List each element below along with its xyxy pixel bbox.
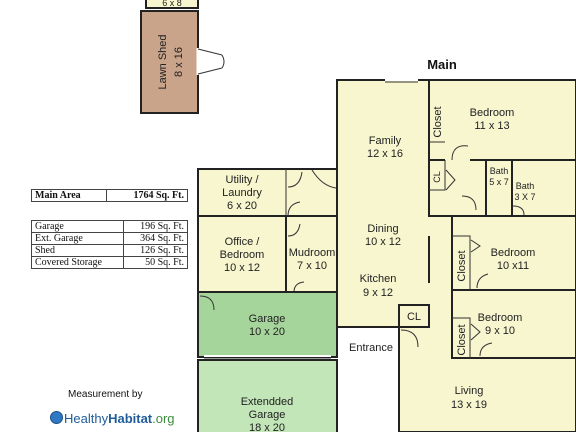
cl-b-closet [398, 304, 430, 328]
mudroom-name: Mudroom [289, 247, 335, 259]
area-label: Shed [30, 244, 125, 257]
logo-habitat: Habitat [108, 411, 153, 426]
logo-healthy: Healthy [64, 411, 109, 426]
living-name: Living [455, 385, 484, 397]
lawn-shed-room [140, 10, 199, 114]
area-value: 364 Sq. Ft. [123, 232, 188, 245]
table-row: Shed 126 Sq. Ft. [30, 244, 188, 257]
closet-b-label: Closet [456, 250, 468, 281]
bath2-name: Bath [516, 181, 535, 191]
closet-a-label: Closet [432, 106, 444, 137]
closet-c-label: Closet [456, 324, 468, 355]
table-row: Covered Storage 50 Sq. Ft. [30, 256, 188, 269]
table-row: Garage 196 Sq. Ft. [30, 220, 188, 233]
bath2-dims: 3 X 7 [514, 192, 535, 202]
entrance-door-swing [400, 329, 419, 348]
plan-title: Main [427, 57, 457, 72]
office-line2: Bedroom [220, 249, 265, 261]
ext-garage-line2: Garage [249, 409, 286, 421]
dining-dims: 10 x 12 [365, 236, 401, 248]
top-strip-dims: 6 x 8 [162, 0, 182, 8]
globe-icon [50, 411, 63, 424]
garage-dims: 10 x 20 [249, 326, 285, 338]
ext-garage-line1: Extendded [241, 396, 294, 408]
dining-name: Dining [367, 223, 398, 235]
family-dims: 12 x 16 [367, 148, 403, 160]
bedroom1-name: Bedroom [470, 107, 515, 119]
bedroom2-name: Bedroom [491, 247, 536, 259]
main-area-value: 1764 Sq. Ft. [105, 189, 189, 202]
office-dims: 10 x 12 [224, 262, 260, 274]
ext-garage-dims: 18 x 20 [249, 422, 285, 432]
bedroom2-dims: 10 x11 [497, 260, 529, 272]
utility-line1: Utility / [226, 174, 260, 186]
cl-b-label: CL [407, 311, 421, 323]
bath1-name: Bath [490, 166, 509, 176]
living-dims: 13 x 19 [451, 399, 487, 411]
entrance-label: Entrance [349, 342, 393, 354]
lawn-shed-name: Lawn Shed [157, 34, 169, 89]
utility-line2: Laundry [222, 187, 262, 199]
healthy-habitat-logo: HealthyHabitat.org [50, 411, 175, 426]
main-area-row: Main Area 1764 Sq. Ft. [31, 189, 189, 202]
utility-office-block [197, 168, 338, 293]
bath1-dims: 5 x 7 [489, 177, 509, 187]
lawn-shed-dims: 8 x 16 [173, 47, 185, 77]
bedroom1-dims: 11 x 13 [474, 120, 509, 132]
table-row: Ext. Garage 364 Sq. Ft. [30, 232, 188, 245]
garage-room [197, 291, 338, 358]
ext-garage-room [197, 359, 338, 432]
utility-dims: 6 x 20 [227, 200, 257, 212]
area-label: Garage [30, 220, 125, 233]
garage-name: Garage [249, 313, 286, 325]
bedroom3-name: Bedroom [478, 312, 523, 324]
bedroom1-door-swing [451, 145, 469, 161]
kitchen-dims: 9 x 12 [363, 287, 393, 299]
top-strip-room [145, 0, 199, 9]
kitchen-name: Kitchen [360, 273, 397, 285]
shed-door-swing [197, 48, 223, 75]
area-label: Covered Storage [30, 256, 125, 269]
area-value: 196 Sq. Ft. [123, 220, 188, 233]
mudroom-dims: 7 x 10 [297, 260, 327, 272]
main-area-table: Main Area 1764 Sq. Ft. [31, 189, 189, 202]
area-value: 50 Sq. Ft. [123, 256, 188, 269]
family-name: Family [369, 135, 402, 147]
area-value: 126 Sq. Ft. [123, 244, 188, 257]
cl-a-label: CL [432, 171, 442, 183]
area-label: Ext. Garage [30, 232, 125, 245]
office-line1: Office / [225, 236, 261, 248]
main-area-label: Main Area [31, 189, 107, 202]
logo-org: .org [152, 411, 175, 426]
measurement-by-text: Measurement by [68, 389, 143, 400]
other-areas-table: Garage 196 Sq. Ft. Ext. Garage 364 Sq. F… [30, 220, 188, 269]
bedroom3-dims: 9 x 10 [485, 325, 515, 337]
